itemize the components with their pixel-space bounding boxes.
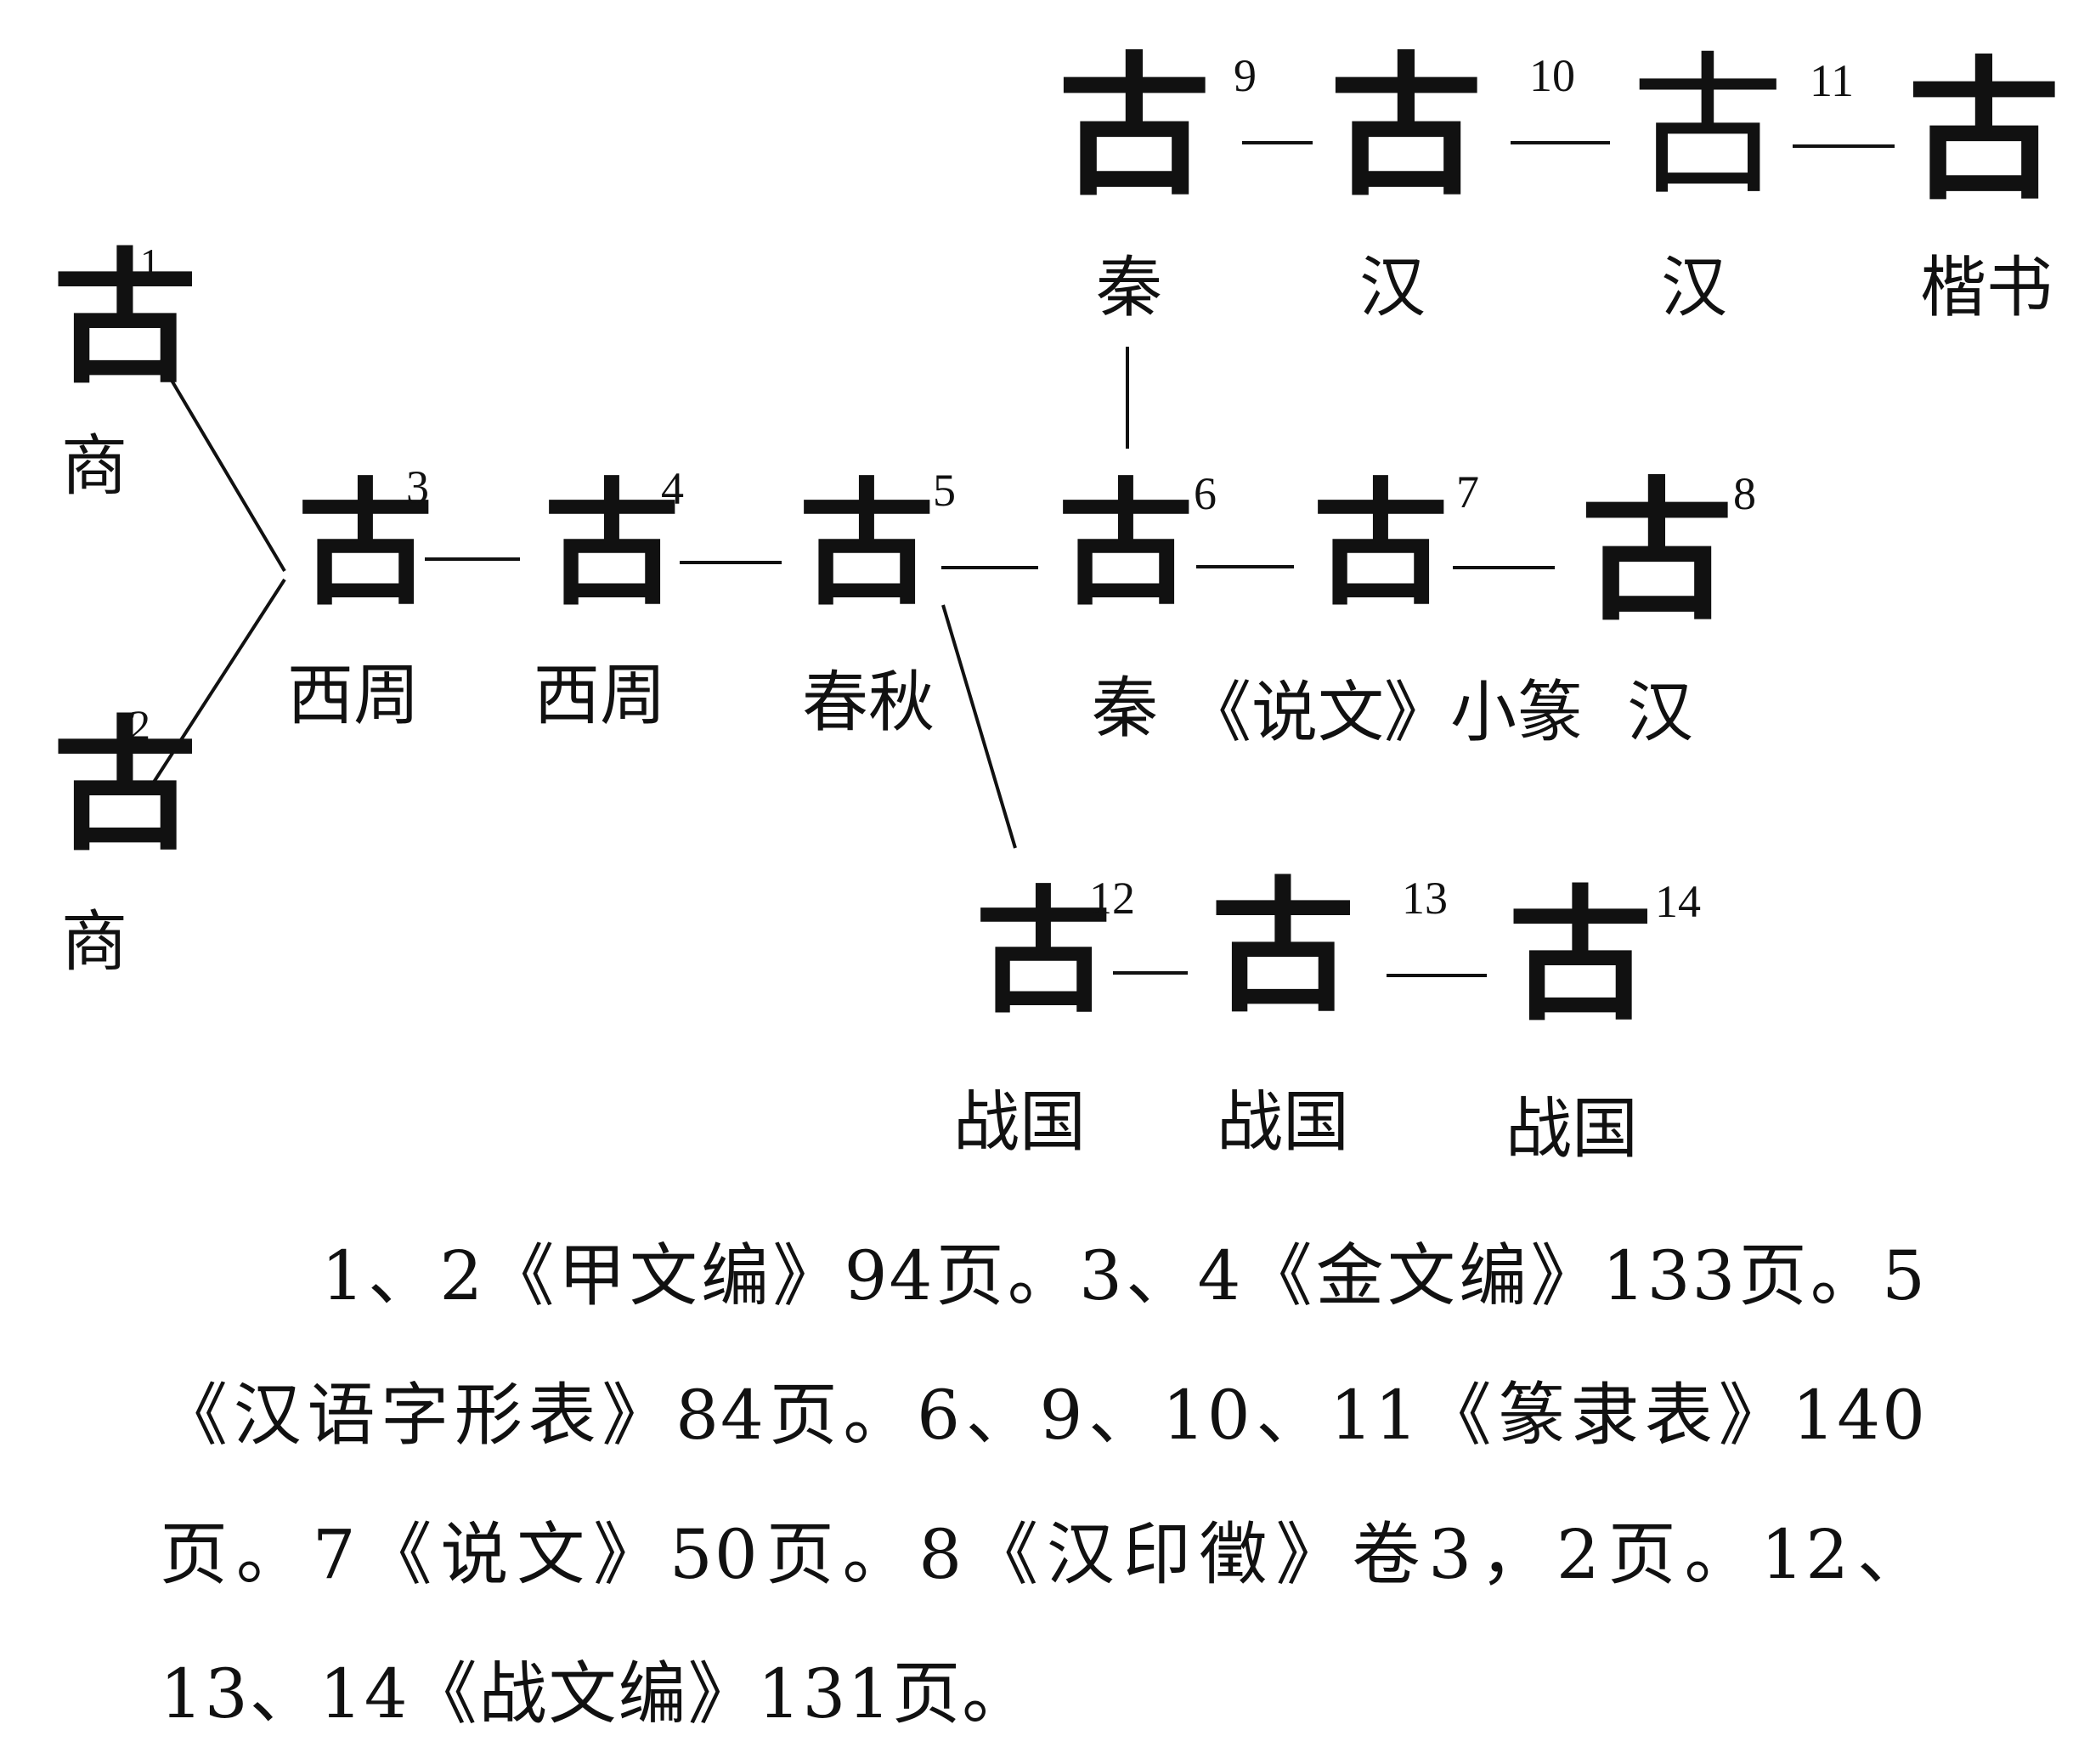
glyph-11: 古	[1631, 38, 1785, 216]
connector-1-3	[158, 359, 286, 573]
glyph-4: 古	[544, 464, 681, 624]
connector-5-12	[941, 604, 1017, 849]
glyph-9: 古	[1058, 37, 1212, 217]
period-label-2: 商	[61, 904, 128, 981]
glyph-number-6: 6	[1194, 468, 1217, 519]
glyph-2: 古	[53, 701, 198, 871]
glyph-number-13: 13	[1402, 873, 1448, 924]
glyph-13: 古	[1211, 862, 1356, 1032]
glyph-number-2: 2	[129, 701, 150, 749]
glyph-5: 古	[799, 464, 935, 624]
period-label-15: 楷书	[1920, 250, 2053, 326]
period-label-10: 汉	[1359, 250, 1426, 326]
period-label-5: 春秋	[802, 664, 935, 741]
glyph-number-1: 1	[140, 240, 160, 284]
glyph-15: 古	[1907, 42, 2061, 221]
glyph-number-12: 12	[1089, 873, 1135, 924]
glyph-number-7: 7	[1456, 466, 1479, 517]
glyph-8: 古	[1580, 462, 1734, 642]
period-label-6: 秦	[1092, 670, 1159, 747]
source-caption: 1、2《甲文编》94页。3、4《金文编》133页。5《汉语字形表》84页。6、9…	[160, 1236, 1927, 1733]
period-label-4: 西周	[534, 658, 667, 734]
glyph-number-10: 10	[1529, 50, 1575, 101]
period-label-9: 秦	[1096, 250, 1163, 326]
glyph-number-4: 4	[661, 463, 684, 514]
glyph-number-3: 3	[406, 461, 429, 512]
glyph-number-11: 11	[1810, 55, 1854, 106]
glyph-6: 古	[1058, 464, 1195, 624]
glyph-3: 古	[297, 464, 434, 624]
period-label-3: 西周	[287, 658, 421, 734]
glyph-number-8: 8	[1733, 468, 1756, 519]
glyph-7: 古	[1313, 464, 1449, 624]
period-label-8: 汉	[1627, 675, 1694, 751]
glyph-14: 古	[1508, 871, 1653, 1041]
glyph-12: 古	[975, 872, 1112, 1032]
glyph-number-5: 5	[933, 465, 956, 516]
period-label-1: 商	[61, 428, 128, 505]
period-label-13: 战国	[1217, 1084, 1350, 1161]
glyph-1: 古	[53, 234, 198, 404]
glyph-number-9: 9	[1234, 50, 1257, 101]
period-label-11: 汉	[1661, 250, 1728, 326]
connector-2-3	[151, 578, 286, 785]
glyph-number-14: 14	[1655, 876, 1701, 927]
period-label-12: 战国	[953, 1084, 1087, 1161]
period-label-14: 战国	[1505, 1091, 1639, 1168]
glyph-10: 古	[1330, 37, 1483, 217]
period-label-7: 《说文》小篆	[1185, 675, 1584, 751]
